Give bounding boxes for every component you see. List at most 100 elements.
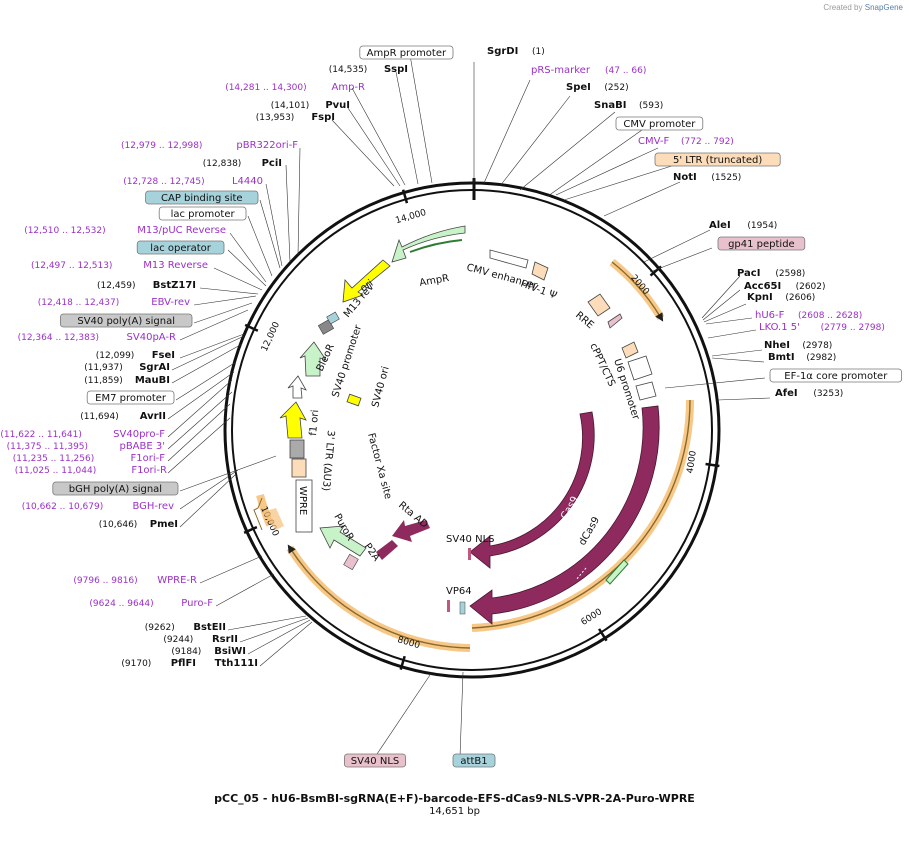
site-label: pBABE 3'(11,375 .. 11,395) (7, 441, 165, 452)
site-label: AvrII (11,694) (80, 411, 166, 422)
site-label: Puro-F(9624 .. 9644) (89, 598, 213, 609)
site-position: (9244) (163, 635, 193, 645)
site-position: (12,728 .. 12,745) (123, 177, 204, 187)
site-position: (12,099) (96, 351, 135, 361)
site-label: SgrAI(11,937) (84, 362, 170, 373)
site-position: (2602) (796, 282, 826, 292)
site-name: AvrII (140, 411, 166, 422)
site-position: (14,101) (271, 101, 310, 111)
site-name: SgrDI (487, 46, 518, 57)
site-name: CMV promoter (623, 119, 696, 130)
label-factor-xa: Factor Xa site (365, 432, 393, 501)
site-name: BstEII (193, 622, 226, 633)
site-label: gp41 peptide (717, 236, 806, 251)
site-name: BGH-rev (132, 501, 174, 512)
site-name: PvuI (325, 100, 350, 111)
site-position: (11,025 .. 11,044) (15, 466, 96, 476)
feature-sv40-nls (468, 548, 471, 560)
feature-attb1 (459, 601, 466, 615)
site-label: BstEII (9262) (145, 622, 226, 633)
site-position: (12,418 .. 12,437) (38, 298, 119, 308)
site-position: (12,497 .. 12,513) (31, 261, 112, 271)
tick-mark (597, 628, 608, 642)
site-position: (772 .. 792) (681, 137, 734, 147)
feature-p2a (376, 540, 398, 560)
site-name: SnaBI (594, 100, 626, 111)
site-name: Tth111I (215, 658, 258, 669)
feature-puro-end (343, 553, 359, 571)
site-label: FspI(13,953) (256, 112, 335, 123)
tick-mark (244, 323, 259, 332)
feature-cmv-enhancer (489, 249, 529, 269)
site-position: (1954) (747, 221, 777, 231)
site-name: attB1 (460, 756, 487, 767)
feature-puror (319, 525, 367, 557)
site-name: BsiWI (214, 646, 246, 657)
site-position: (12,979 .. 12,998) (121, 141, 202, 151)
site-position: (2598) (775, 269, 805, 279)
feature-sv40-ori (346, 393, 362, 407)
site-position: (11,375 .. 11,395) (7, 442, 88, 452)
site-label: lac promoter (158, 206, 247, 221)
site-name: F1ori-F (131, 453, 166, 464)
site-name: L4440 (232, 176, 263, 187)
site-position: (11,694) (80, 412, 119, 422)
site-name: NotI (673, 172, 697, 183)
site-label: 5' LTR (truncated) (654, 152, 781, 167)
site-name: EBV-rev (151, 297, 190, 308)
site-label: AmpR promoter (359, 45, 454, 60)
site-name: gp41 peptide (728, 239, 795, 250)
site-label: pBR322ori-F(12,979 .. 12,998) (121, 140, 298, 151)
site-label: PvuI (14,101) (271, 100, 350, 111)
site-position: (11,622 .. 11,641) (0, 430, 81, 440)
site-name: LKO.1 5' (759, 322, 800, 333)
site-name: SV40 poly(A) signal (77, 316, 175, 327)
tick-mark (399, 655, 406, 670)
site-label: EM7 promoter (86, 390, 175, 405)
site-label: NheI(2978) (764, 340, 832, 351)
site-name: SV40pA-R (127, 332, 176, 343)
label-sv40-promoter: SV40 promoter (330, 323, 364, 399)
site-name: 5' LTR (truncated) (673, 155, 762, 166)
site-name: Puro-F (181, 598, 213, 609)
site-label: LKO.1 5'(2779 .. 2798) (759, 322, 885, 333)
site-label: SV40 poly(A) signal (60, 313, 193, 328)
tick-mark (705, 462, 720, 468)
site-label: WPRE-R(9796 .. 9816) (73, 575, 197, 586)
site-label: BmtI(2982) (768, 352, 836, 363)
snapgene-logo-text: SnapGene (864, 3, 903, 12)
site-name: NheI (764, 340, 790, 351)
site-position: (13,953) (256, 113, 295, 123)
feature-cppt (621, 341, 639, 359)
site-label: MauBI(11,859) (84, 375, 170, 386)
site-label: EBV-rev (12,418 .. 12,437) (38, 297, 190, 308)
site-position: (3253) (813, 389, 843, 399)
site-name: CMV-F (638, 136, 669, 147)
site-position: (14,281 .. 14,300) (225, 83, 306, 93)
label-3-ltr: 3' LTR (ΔU3) (320, 430, 336, 492)
snapgene-credit: Created by SnapGene (823, 3, 903, 12)
site-name: M13 Reverse (143, 260, 208, 271)
feature-efs (635, 381, 657, 401)
site-label: CAP binding site (145, 190, 259, 205)
site-name: EM7 promoter (95, 393, 167, 404)
site-position: (9184) (171, 647, 201, 657)
feature-ampr-inner-line (409, 239, 463, 253)
site-label: PciI(12,838) (203, 158, 282, 169)
site-position: (9262) (145, 623, 175, 633)
site-name: AleI (709, 220, 731, 231)
site-position: (2982) (806, 353, 836, 363)
site-position: (2606) (785, 293, 815, 303)
label-wpre: WPRE (297, 486, 308, 515)
tick-mark (649, 265, 662, 277)
site-label: Amp-R(14,281 .. 14,300) (225, 82, 365, 93)
site-name: AmpR promoter (367, 48, 447, 59)
site-position: (9796 .. 9816) (73, 576, 137, 586)
feature-ltr-gray (289, 439, 305, 459)
site-position: (12,510 .. 12,532) (24, 226, 105, 236)
site-label: pRS-marker(47 .. 66) (531, 65, 646, 76)
site-label: SnaBI(593) (594, 100, 663, 111)
site-name: BstZ17I (153, 280, 196, 291)
credit-prefix: Created by (823, 3, 863, 12)
